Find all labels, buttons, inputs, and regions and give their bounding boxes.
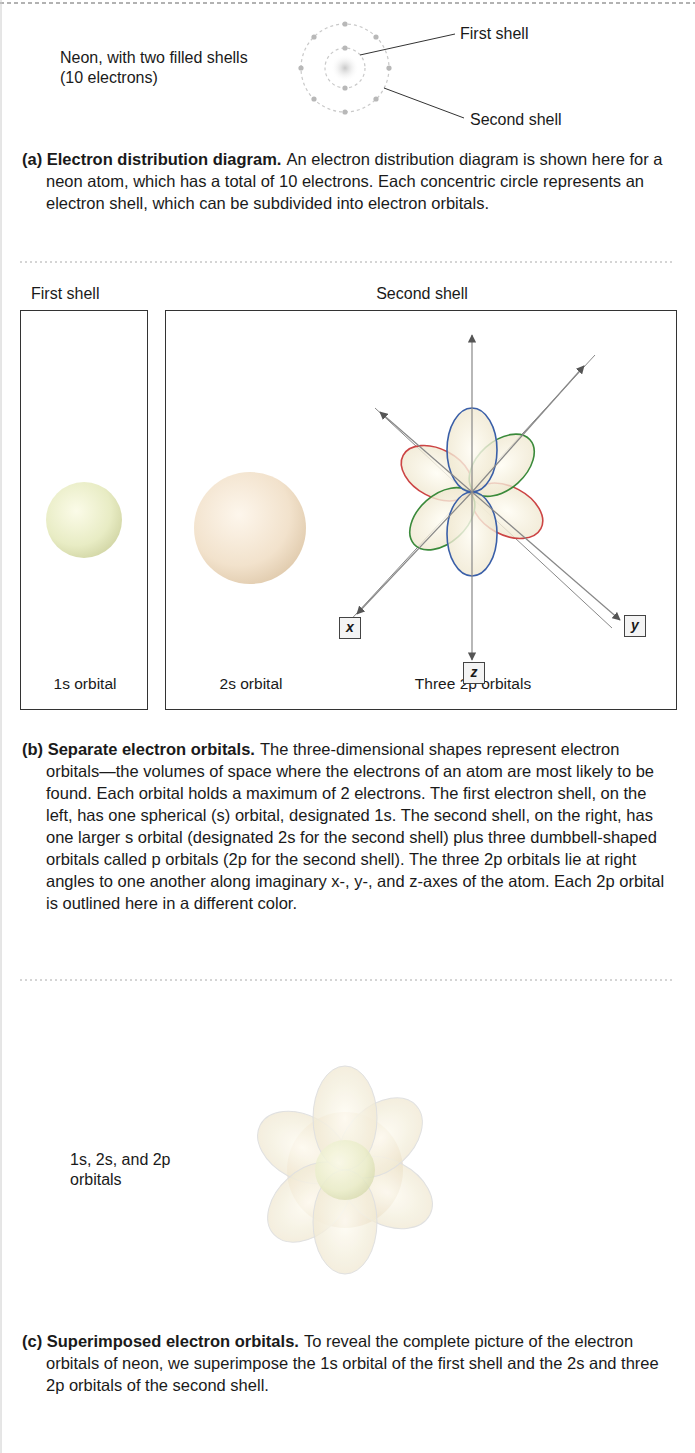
superimposed-orbitals [245,1066,445,1274]
caption-heading: (a) Electron distribution diagram. [22,150,281,168]
shell-box: Second shell2s orbitalThree 2p orbitalsx… [165,310,677,710]
caption-block: (b) Separate electron orbitals.The three… [22,738,672,914]
orbital-2s [194,472,306,584]
axis-letter: z [471,664,478,680]
orbital-1s [46,482,122,558]
shell-heading: Second shell [376,285,468,303]
orbital-label: 2s orbital [220,675,283,693]
atom-label: Neon, with two filled shells (10 electro… [60,48,265,88]
axis-letter: y [631,617,639,633]
neon-atom [298,21,391,114]
caption-text: The three-dimensional shapes represent e… [46,740,664,912]
axis-label-box: y [624,615,646,637]
shell-label: Second shell [470,110,562,130]
caption-block: (a) Electron distribution diagram.An ele… [22,148,672,214]
shell-heading: First shell [31,285,99,303]
shell-label: First shell [460,24,528,44]
orbital-label: 1s orbital [54,675,117,693]
caption-block: (c) Superimposed electron orbitals.To re… [22,1330,672,1396]
shell-box: First shell1s orbital [20,310,148,710]
caption-heading: (b) Separate electron orbitals. [22,740,255,758]
axis-label-box: x [339,617,361,639]
orbital-label: 1s, 2s, and 2p orbitals [70,1150,210,1190]
leader-line [384,88,464,118]
orbitals-2p [345,335,620,660]
leader-line [360,34,455,55]
axis-label-box: z [463,662,485,684]
caption-heading: (c) Superimposed electron orbitals. [22,1332,299,1350]
axis-letter: x [346,619,354,635]
